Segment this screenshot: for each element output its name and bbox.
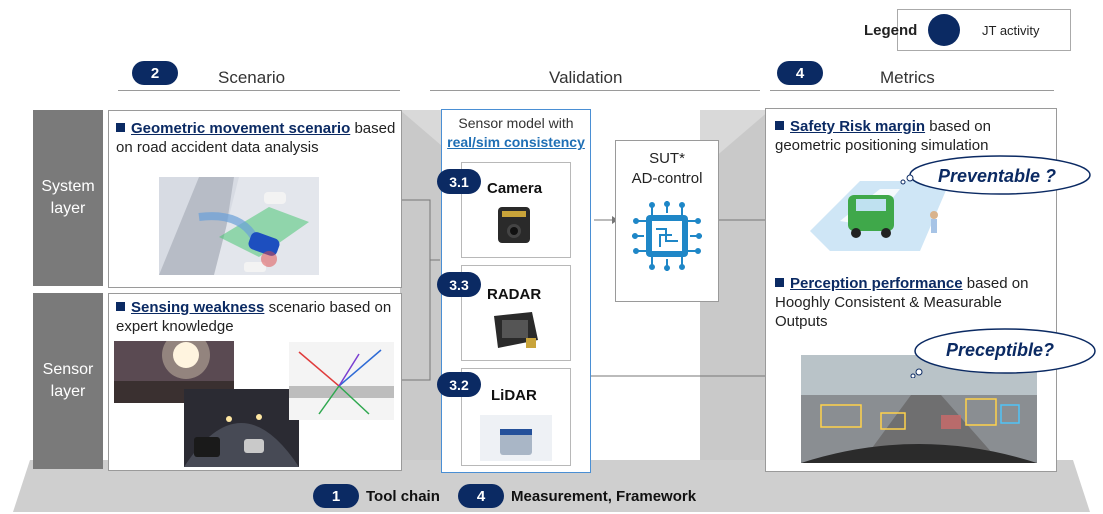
camera-label: Camera <box>487 180 543 197</box>
toolchain-label: Tool chain <box>366 488 440 505</box>
bullet-icon <box>775 121 784 130</box>
system-scenario-panel: Geometric movement scenario based on roa… <box>108 110 402 288</box>
perceptible-cloud <box>910 328 1096 378</box>
sensor-model-subtitle: real/sim consistency <box>447 134 585 150</box>
radar-label: RADAR <box>487 286 542 303</box>
toolchain-badge: 1 <box>313 484 359 508</box>
scenario-underline <box>118 90 400 91</box>
system-scenario-text: Geometric movement scenario based on roa… <box>116 119 396 157</box>
processor-chip-icon <box>632 201 702 271</box>
radar-icon <box>494 312 538 348</box>
measurement-badge: 4 <box>458 484 504 508</box>
safety-risk-desc: based on geometric positioning simulatio… <box>775 118 991 154</box>
sensor-model-title: Sensor model with <box>458 115 574 131</box>
legend-box: Legend JT activity <box>864 9 1071 51</box>
safety-risk-heading[interactable]: Safety Risk margin <box>790 118 926 135</box>
scenario-badge: 2 <box>132 61 178 85</box>
sensor-scenario-desc: scenario based on expert knowledge <box>116 299 392 335</box>
road-scenario-image <box>159 177 319 275</box>
sensor-scenario-text: Sensing weakness scenario based on exper… <box>116 298 398 336</box>
system-layer-label: System layer <box>33 110 103 286</box>
preventable-label: Preventable ? <box>938 166 1057 186</box>
lidar-label: LiDAR <box>491 387 537 404</box>
sut-label: SUT* <box>649 150 685 167</box>
safety-risk-text: Safety Risk margin based on geometric po… <box>775 117 1053 155</box>
validation-underline <box>430 90 760 91</box>
system-scenario-heading[interactable]: Geometric movement scenario <box>131 120 351 137</box>
perception-desc: based on Hooghly Consistent & Measurable… <box>775 275 1029 330</box>
bullet-icon <box>116 123 125 132</box>
bullet-icon <box>775 278 784 287</box>
perception-heading[interactable]: Perception performance <box>790 275 963 292</box>
platform-base <box>13 460 1090 512</box>
reflection-diagram <box>289 342 394 420</box>
legend-badge-icon <box>928 14 960 46</box>
scenario-title: Scenario <box>218 68 286 87</box>
metrics-title: Metrics <box>880 68 935 87</box>
legend-title: Legend <box>864 22 918 39</box>
sensor-scenario-heading[interactable]: Sensing weakness <box>131 299 265 316</box>
measurement-label: Measurement, Framework <box>511 488 697 505</box>
system-scenario-desc: based on road accident data analysis <box>116 120 396 156</box>
perception-text: Perception performance based on Hooghly … <box>775 274 1057 331</box>
sensor-layer-label: Sensor layer <box>33 293 103 469</box>
metrics-badge: 4 <box>777 61 823 85</box>
metrics-underline <box>770 90 1054 91</box>
sut-box: SUT* AD-control <box>615 140 719 302</box>
perceptible-label: Preceptible? <box>946 340 1055 360</box>
legend-item-label: JT activity <box>982 23 1040 38</box>
bullet-icon <box>116 302 125 311</box>
validation-title: Validation <box>549 68 623 87</box>
ad-control-label: AD-control <box>631 170 703 187</box>
radar-badge: 3.3 <box>437 272 481 297</box>
lidar-badge: 3.2 <box>437 372 481 397</box>
preventable-cloud <box>900 155 1091 195</box>
tunnel-image <box>184 389 299 467</box>
camera-badge: 3.1 <box>437 169 481 194</box>
lidar-icon <box>480 415 552 461</box>
camera-icon <box>498 207 530 243</box>
pedestrian-scenario-image <box>810 181 950 251</box>
sensor-scenario-panel: Sensing weakness scenario based on exper… <box>108 293 402 471</box>
